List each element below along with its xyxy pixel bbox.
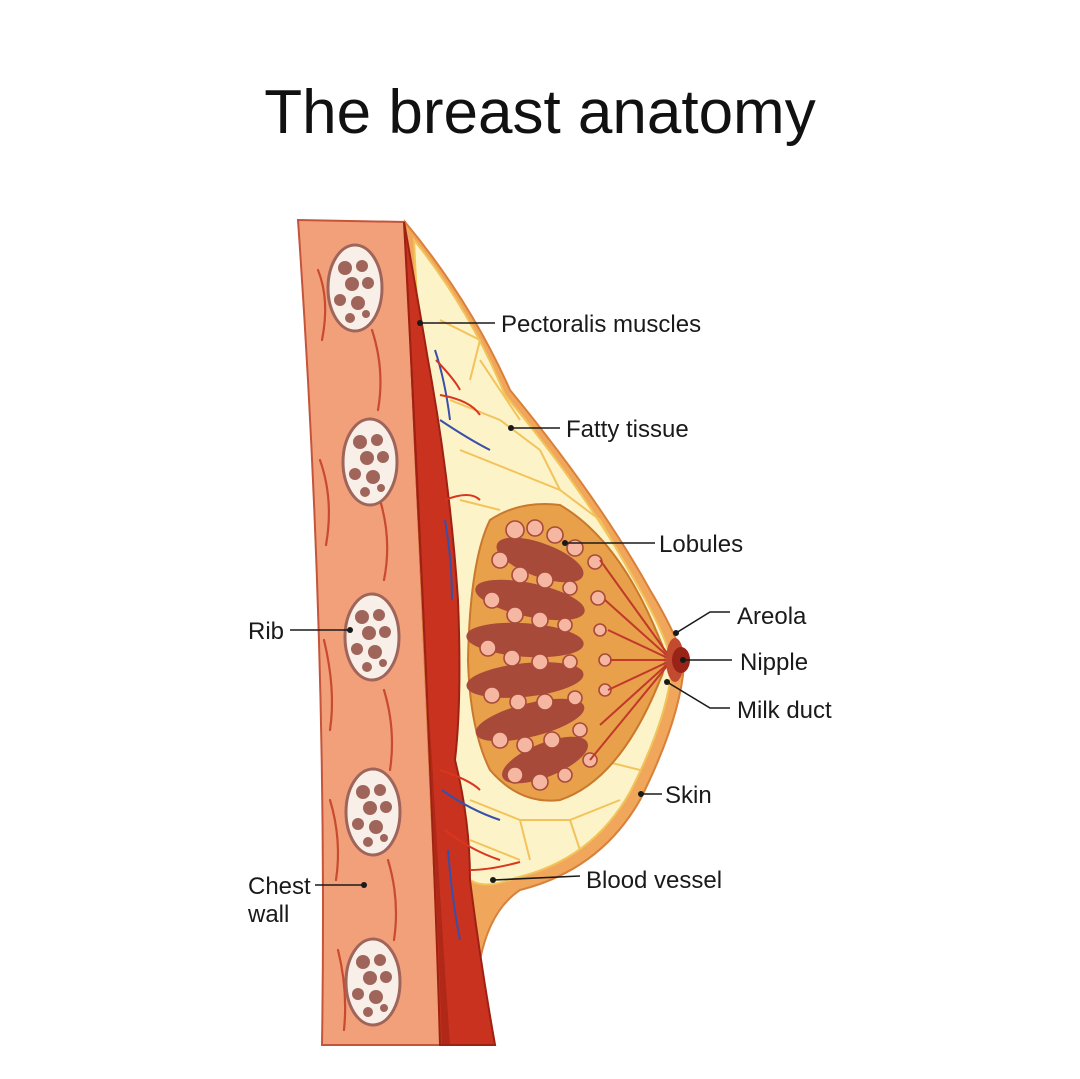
label-nipple: Nipple xyxy=(740,649,808,676)
label-chest-wall-line2: wall xyxy=(247,901,289,928)
rib-bone xyxy=(344,937,402,1027)
label-pectoralis-muscles: Pectoralis muscles xyxy=(501,311,701,338)
label-blood-vessel: Blood vessel xyxy=(586,867,722,894)
chest-wall-fibres xyxy=(316,268,398,1032)
label-fatty-tissue: Fatty tissue xyxy=(566,416,689,443)
rib-bone xyxy=(326,243,384,333)
fat-septa xyxy=(439,319,641,861)
label-lobules: Lobules xyxy=(659,531,743,558)
label-areola: Areola xyxy=(737,603,807,630)
pectoralis-muscle xyxy=(403,221,497,1046)
label-chest-wall-line1: Chest xyxy=(248,873,311,900)
label-skin: Skin xyxy=(665,782,712,809)
rib-bone xyxy=(341,417,399,507)
label-rib: Rib xyxy=(248,618,284,645)
lobules xyxy=(466,519,612,791)
milk-ducts xyxy=(589,559,673,761)
rib-bone xyxy=(344,767,402,857)
diagram-title: The breast anatomy xyxy=(264,78,815,147)
rib-bone xyxy=(343,592,401,682)
leader-lines xyxy=(290,320,732,888)
blood-vessels xyxy=(434,349,521,941)
ribs xyxy=(326,243,402,1027)
label-milk-duct: Milk duct xyxy=(737,697,832,724)
